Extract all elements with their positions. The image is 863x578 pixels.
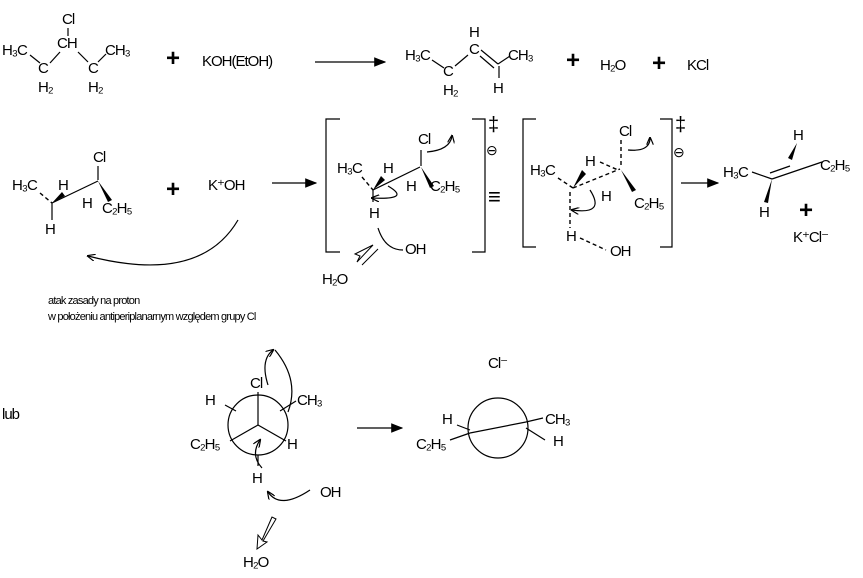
newman-section: lub Cl H CH₃ C₂H₅ H H OH H₂O Cl⁻ [2, 350, 572, 571]
reaction-1: Cl CH H₃C C H₂ C H₂ CH₃ + KOH(EtOH) H₃C … [2, 11, 710, 99]
atom-label: H [759, 204, 769, 221]
atom-label: Cl [418, 131, 431, 148]
caption-line: atak zasady na proton [48, 295, 140, 307]
atom-label: OH [320, 484, 341, 501]
atom-label: H [585, 153, 595, 170]
atom-label: H [469, 24, 479, 41]
atom-label: H₃C [530, 162, 556, 179]
atom-label: H [58, 177, 68, 194]
negative-charge-symbol: ⊖ [486, 142, 497, 158]
atom-label: H₂ [443, 82, 459, 99]
atom-label: H [287, 436, 297, 453]
atom-label: H [82, 195, 92, 212]
atom-label: C₂H₅ [820, 157, 850, 174]
atom-label: H [566, 228, 576, 245]
atom-label: C [443, 63, 454, 80]
transition-state-2: Cl H₃C H H C₂H₅ H OH [522, 118, 673, 260]
atom-label: Cl [250, 375, 263, 392]
reagent-label: KOH(EtOH) [202, 53, 273, 70]
atom-label: C [469, 41, 480, 58]
reaction-2: Cl H₃C H H C₂H₅ H + K⁺OH Cl H₃C H [12, 114, 851, 288]
plus-sign: + [166, 176, 180, 203]
atom-label: H [442, 411, 452, 428]
atom-label: H [406, 178, 416, 195]
atom-label: H₃C [405, 47, 431, 64]
atom-label: H₃C [2, 42, 28, 59]
atom-label: H₃C [337, 160, 363, 177]
transition-state-symbol: ‡ [675, 114, 685, 136]
atom-label: Cl [62, 11, 75, 28]
atom-label: H [45, 221, 55, 238]
newman-projection-product: Cl⁻ H CH₃ C₂H₅ H [416, 355, 572, 459]
substrate-wedge: Cl H₃C H H C₂H₅ H [12, 149, 239, 266]
salt-label: K⁺Cl⁻ [793, 229, 828, 246]
transition-state-1: Cl H₃C H H C₂H₅ H OH H₂O [322, 118, 486, 288]
hollow-arrow [256, 516, 277, 551]
plus-sign: + [566, 47, 580, 74]
atom-label: H [601, 188, 611, 205]
atom-label: H [383, 160, 393, 177]
atom-label: H₂O [322, 271, 348, 288]
atom-label: Cl⁻ [488, 355, 507, 372]
atom-label: H [205, 392, 215, 409]
plus-sign: + [652, 50, 666, 77]
atom-label: H₂ [38, 79, 54, 96]
negative-charge-symbol: ⊖ [673, 144, 684, 160]
atom-label: H [493, 80, 503, 97]
atom-label: C [88, 60, 99, 77]
atom-label: H [553, 433, 563, 450]
base-label: K⁺OH [208, 177, 245, 194]
atom-label: H₂ [88, 79, 104, 96]
atom-label: H [252, 470, 262, 487]
atom-label: CH₃ [105, 42, 131, 59]
atom-label: H₂O [243, 554, 269, 571]
atom-label: C₂H₅ [190, 436, 220, 453]
salt-label: KCl [687, 57, 709, 74]
plus-sign: + [166, 45, 180, 72]
atom-label: C [38, 60, 49, 77]
water-label: H₂O [600, 57, 626, 74]
atom-label: H₃C [12, 177, 38, 194]
plus-sign: + [799, 197, 813, 224]
atom-label: CH₃ [545, 411, 571, 428]
equivalence-sign: ≡ [488, 184, 500, 209]
newman-projection-start: Cl H CH₃ C₂H₅ H H OH H₂O [190, 350, 342, 571]
atom-label: H [369, 205, 379, 222]
atom-label: Cl [93, 149, 106, 166]
atom-label: CH₃ [297, 392, 323, 409]
product-pent-2-ene: H₃C C H₂ H C CH₃ H [405, 24, 535, 99]
atom-label: CH₃ [508, 47, 534, 64]
hollow-arrow [353, 244, 379, 266]
atom-label: H [793, 127, 803, 144]
atom-label: C₂H₅ [102, 200, 132, 217]
atom-label: H₃C [723, 164, 749, 181]
caption-line: w położeniu antiperiplanarnym względem g… [47, 311, 256, 323]
product-alkene: H H₃C C₂H₅ H + K⁺Cl⁻ [723, 127, 851, 246]
atom-label: Cl [619, 123, 632, 140]
atom-label: OH [405, 241, 426, 258]
reactant-3-chloropentane: Cl CH H₃C C H₂ C H₂ CH₃ [2, 11, 132, 96]
atom-label: CH [57, 35, 77, 52]
atom-label: OH [610, 243, 631, 260]
transition-state-symbol: ‡ [488, 114, 498, 136]
curved-arrow [88, 219, 239, 266]
atom-label: C₂H₅ [416, 436, 446, 453]
or-label: lub [2, 406, 20, 423]
atom-label: C₂H₅ [634, 195, 664, 212]
caption: atak zasady na proton w położeniu antipe… [47, 295, 257, 323]
atom-label: C₂H₅ [430, 178, 460, 195]
